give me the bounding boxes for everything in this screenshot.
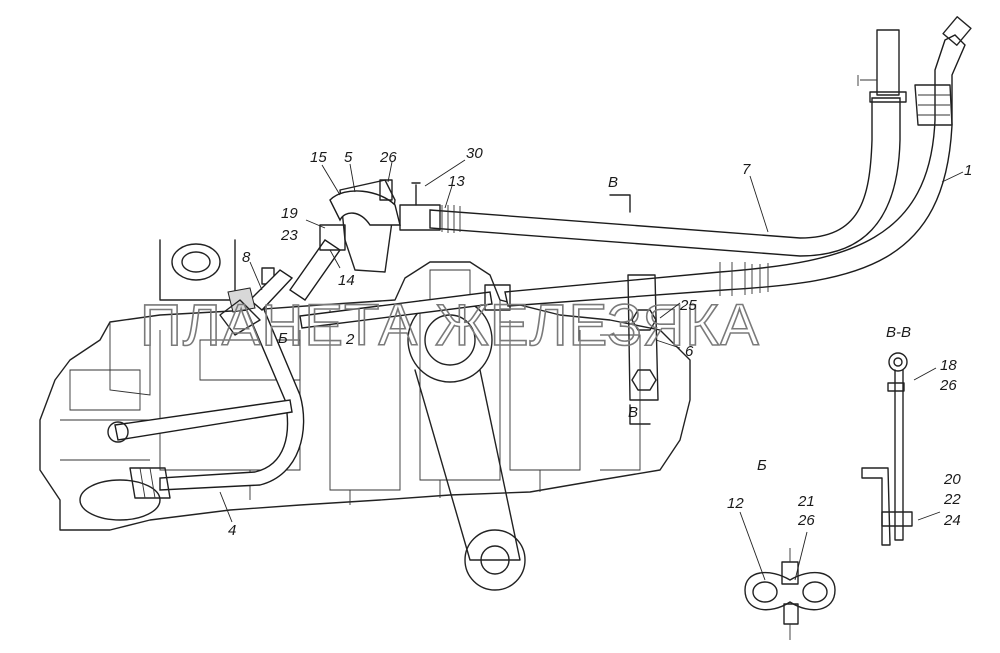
label-part-5: 5: [344, 149, 353, 166]
label-section-b-main: Б: [278, 330, 288, 347]
label-part-13: 13: [448, 173, 465, 190]
upper-mount-bracket: [159, 239, 236, 301]
label-part-26c: 26: [797, 512, 815, 529]
section-label-v-bottom: В: [628, 404, 638, 421]
label-part-4: 4: [228, 522, 236, 539]
label-part-23: 23: [280, 227, 298, 244]
section-vv-view: [861, 352, 913, 546]
hose-7: [429, 29, 907, 257]
label-section-vv: В-В: [886, 324, 911, 341]
label-part-7: 7: [742, 161, 751, 178]
label-part-14: 14: [338, 272, 355, 289]
section-label-v-top: В: [608, 174, 618, 191]
label-part-8: 8: [242, 249, 251, 266]
label-part-1: 1: [964, 162, 972, 179]
hose-1: [504, 16, 972, 307]
label-part-26b: 26: [939, 377, 957, 394]
label-part-22: 22: [943, 491, 961, 508]
label-section-b-detail: Б: [757, 457, 767, 474]
detail-b-clamp: [744, 548, 836, 640]
fitting-8: [219, 287, 261, 336]
section-mark-v-top: В: [608, 174, 631, 213]
label-part-24: 24: [943, 512, 961, 529]
label-part-6: 6: [685, 343, 694, 360]
section-mark-v-bottom: В: [628, 404, 651, 425]
part-labels: 1 7 30 13 15 5 26 19 23 14 8 2 25 6 4 Б …: [228, 145, 972, 539]
label-part-2: 2: [345, 331, 355, 348]
leader-lines: [219, 159, 964, 581]
pipe-return: [107, 269, 294, 443]
label-part-12: 12: [727, 495, 744, 512]
label-part-20: 20: [943, 471, 961, 488]
hose-13-fitting: [399, 182, 461, 233]
label-part-30: 30: [466, 145, 483, 162]
label-part-15: 15: [310, 149, 327, 166]
pipe-2: [299, 284, 511, 329]
label-part-19: 19: [281, 205, 298, 222]
tube-5-clamp: [329, 179, 401, 273]
label-part-21: 21: [797, 493, 815, 510]
label-part-18: 18: [940, 357, 957, 374]
pitman-arm: [414, 369, 526, 591]
bracket-6: [627, 274, 659, 401]
pipe-4: [129, 299, 305, 499]
label-part-26a: 26: [379, 149, 397, 166]
watermark-text: ПЛАНЕТА ЖЕЛЕЗЯКА: [140, 293, 760, 358]
label-part-25: 25: [679, 297, 697, 314]
